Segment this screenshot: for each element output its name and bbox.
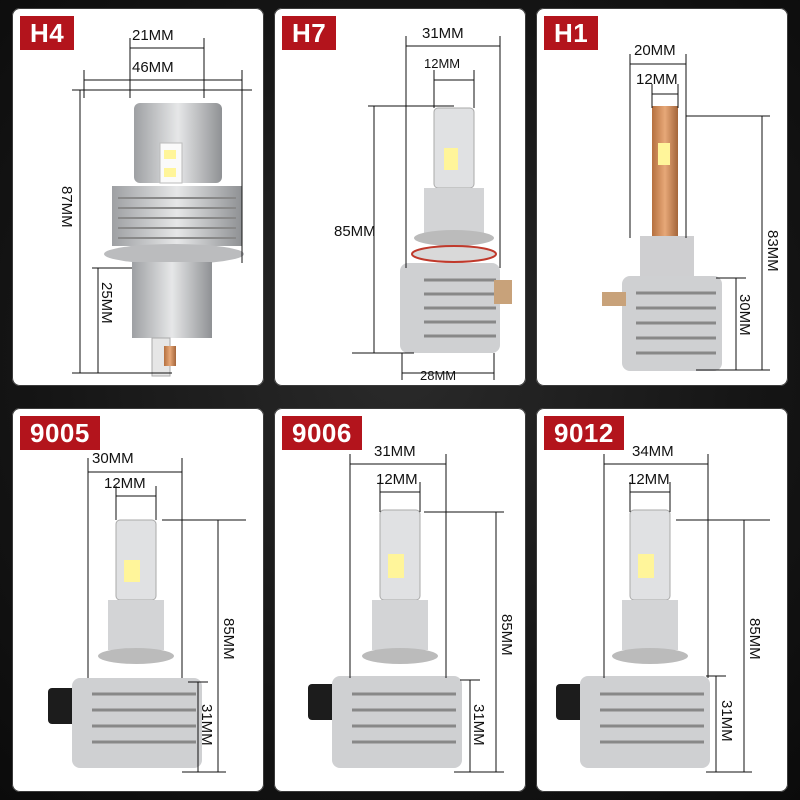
h1-width-label-2: 12MM [636,71,678,88]
9012-height-label: 85MM [746,618,763,660]
h7-diagram: 31MM 12MM 85MM 28MM [334,25,512,383]
9005-base-label: 31MM [198,704,215,746]
9012-width-label-2: 12MM [628,471,670,488]
bulb-type-label: H7 [282,16,337,50]
h4-width-label-1: 21MM [132,27,174,44]
panel-9005: 9005 30MM 12MM [12,408,264,792]
h1-base-label: 30MM [736,294,753,336]
bulb-type-label: H4 [20,16,75,50]
9012-width-label-1: 34MM [632,443,674,460]
panel-h1: H1 20MM 12MM [536,8,788,386]
9006-width-label-2: 12MM [376,471,418,488]
9005-width-label-1: 30MM [92,450,134,467]
9006-height-label: 85MM [498,614,515,656]
9005-diagram: 30MM 12MM 85MM 31MM [48,450,246,773]
9005-height-label: 85MM [220,618,237,660]
h7-base-label: 28MM [420,368,456,383]
9012-diagram: 34MM 12MM 85MM 31MM [556,443,770,773]
panel-h4: H4 [12,8,264,386]
bulb-type-label: 9005 [20,416,100,450]
h1-width-label-1: 20MM [634,42,676,59]
9012-base-label: 31MM [718,700,735,742]
panel-h7: H7 [274,8,526,386]
h4-height-label: 87MM [58,186,75,228]
h4-diagram: 21MM 46MM 87MM 25MM [58,27,252,377]
panel-9012: 9012 34MM 12MM [536,408,788,792]
9005-width-label-2: 12MM [104,475,146,492]
9006-diagram: 31MM 12MM 85MM 31MM [308,443,515,773]
panel-9006: 9006 31MM 12MM [274,408,526,792]
9005-bulb-image [48,519,202,768]
h7-height-label: 85MM [334,223,376,240]
h7-dimension-lines [352,36,501,380]
bulb-type-label: 9006 [282,416,362,450]
9012-dimension-lines [603,454,770,773]
h1-diagram: 20MM 12MM 83MM 30MM [602,42,781,371]
9006-dimension-lines [349,454,504,773]
9012-bulb-image [556,509,710,768]
h1-dimension-lines [629,54,770,371]
bulb-type-label: 9012 [544,416,624,450]
h4-dimension-lines [72,38,252,374]
h7-bulb-image [400,107,512,353]
h4-bulb-image [104,103,244,377]
9005-dimension-lines [87,458,246,773]
9006-width-label-1: 31MM [374,443,416,460]
9006-base-label: 31MM [470,704,487,746]
h7-width-label-1: 31MM [422,25,464,42]
h7-width-label-2: 12MM [424,56,460,71]
9006-bulb-image [308,509,462,768]
h4-width-label-2: 46MM [132,59,174,76]
h1-height-label: 83MM [764,230,781,272]
h4-base-label: 25MM [98,282,115,324]
h1-bulb-image [602,106,722,371]
bulb-type-label: H1 [544,16,599,50]
